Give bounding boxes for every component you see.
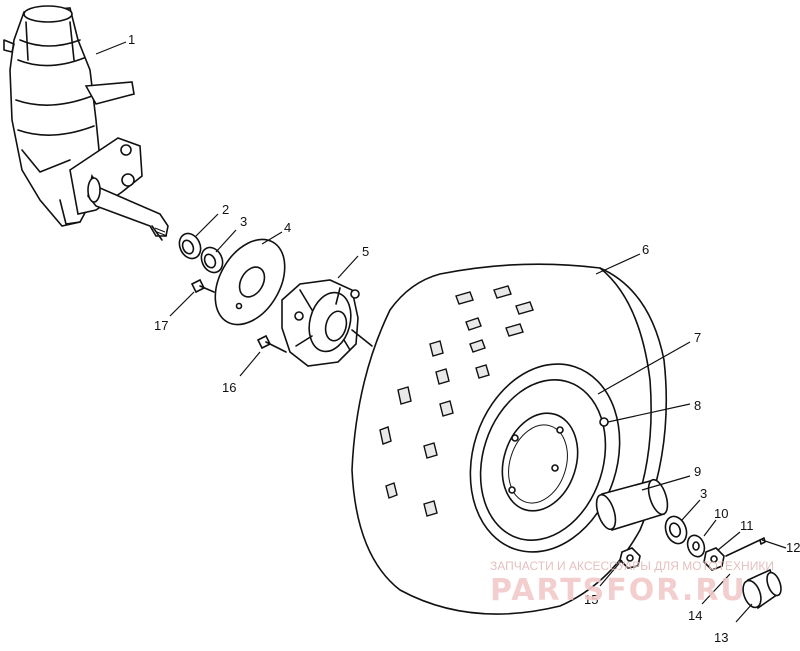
callout-4: 4 [284,220,291,235]
callout-2: 2 [222,202,229,217]
part-15-lug-nut [619,547,641,569]
callout-13: 13 [714,630,728,645]
part-1-strut-housing [3,5,143,227]
callout-17: 17 [154,318,168,333]
callout-15: 15 [584,592,598,607]
watermark-tagline: ЗАПЧАСТИ И АКСЕССУАРЫ ДЛЯ МОТОТЕХНИКИ [490,559,774,573]
callout-12: 12 [786,540,800,555]
part-5-wheel-hub [281,279,373,367]
part-3-bearing-inner [200,246,224,274]
callout-8: 8 [694,398,701,413]
callout-16: 16 [222,380,236,395]
callout-3-outer: 3 [700,486,707,501]
watermark-logo: PARTSFOR.RU [490,573,747,608]
callout-leader-lines [95,41,787,623]
callout-6: 6 [642,242,649,257]
part-3-bearing-outer [664,515,688,545]
part-10-washer [686,534,706,558]
callout-3: 3 [240,214,247,229]
part-11-castle-nut [703,547,725,571]
part-12-cotter-pin [725,537,766,557]
part-4-dust-shield [214,238,286,326]
tire-tread-blocks [379,285,534,517]
part-17-bolt [190,278,215,294]
part-2-bearing [178,232,202,260]
spindle-shaft [87,173,169,241]
callout-numbers: 1 2 3 4 5 6 7 8 9 3 10 11 12 13 14 15 16… [128,32,800,645]
callout-7: 7 [694,330,701,345]
part-13-hub-cap [742,568,782,610]
part-16-bolt [256,334,287,353]
part-9-spacer-sleeve [595,478,669,532]
callout-11: 11 [740,518,754,533]
callout-14: 14 [688,608,702,623]
part-7-wheel-rim [469,363,621,553]
watermark: ЗАПЧАСТИ И АКСЕССУАРЫ ДЛЯ МОТОТЕХНИКИ PA… [490,559,774,608]
part-8-valve-stem [599,417,609,427]
callout-9: 9 [694,464,701,479]
callout-10: 10 [714,506,728,521]
callout-1: 1 [128,32,135,47]
callout-5: 5 [362,244,369,259]
